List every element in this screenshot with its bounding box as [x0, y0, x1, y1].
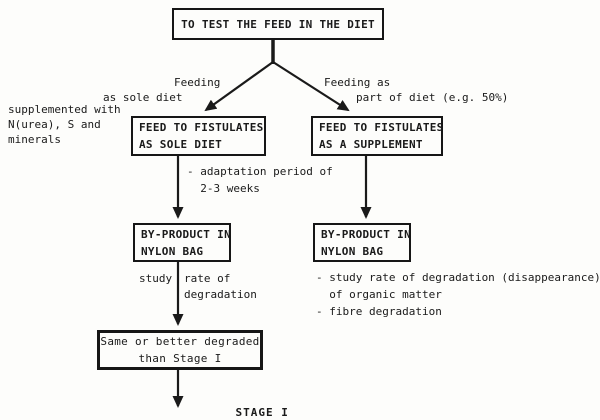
feed-supplement-box-label: FEED TO FISTULATES AS A SUPPLEMENT [319, 121, 444, 151]
stage-label: STAGE I [234, 406, 292, 420]
adaptation-note: - adaptation period of 2-3 weeks [187, 165, 333, 195]
branch-left-label-line2: as sole diet [103, 91, 183, 104]
feed-supplement-box: FEED TO FISTULATES AS A SUPPLEMENT [311, 116, 443, 156]
byproduct-left-box-label: BY-PRODUCT IN NYLON BAG [141, 227, 231, 258]
study-label-left: study [139, 272, 173, 285]
byproduct-left-box: BY-PRODUCT IN NYLON BAG [133, 223, 231, 262]
byproduct-right-box-label: BY-PRODUCT IN NYLON BAG [321, 227, 411, 258]
feed-sole-box-label: FEED TO FISTULATES AS SOLE DIET [139, 121, 264, 151]
root-box-label: TO TEST THE FEED IN THE DIET [181, 17, 375, 31]
arrow-branch-left [204, 61, 274, 112]
supplement-note: supplemented with N(urea), S and mineral… [8, 103, 121, 146]
result-box: Same or better degraded than Stage I [97, 330, 263, 370]
result-box-label: Same or better degraded than Stage I [100, 335, 260, 365]
root-box: TO TEST THE FEED IN THE DIET [172, 8, 384, 40]
branch-left-label-line1: Feeding [174, 76, 221, 89]
byproduct-right-box: BY-PRODUCT IN NYLON BAG [313, 223, 411, 262]
arrow-branch-right [272, 61, 350, 112]
study-label-right: rate of degradation [184, 272, 257, 301]
branch-right-label-line2: part of diet (e.g. 50%) [356, 91, 509, 104]
study-note-right: - study rate of degradation (disappearan… [316, 271, 600, 318]
branch-right-label-line1: Feeding as [324, 76, 391, 89]
feed-sole-box: FEED TO FISTULATES AS SOLE DIET [131, 116, 266, 156]
stage-label-wrap: STAGE I [208, 389, 292, 420]
